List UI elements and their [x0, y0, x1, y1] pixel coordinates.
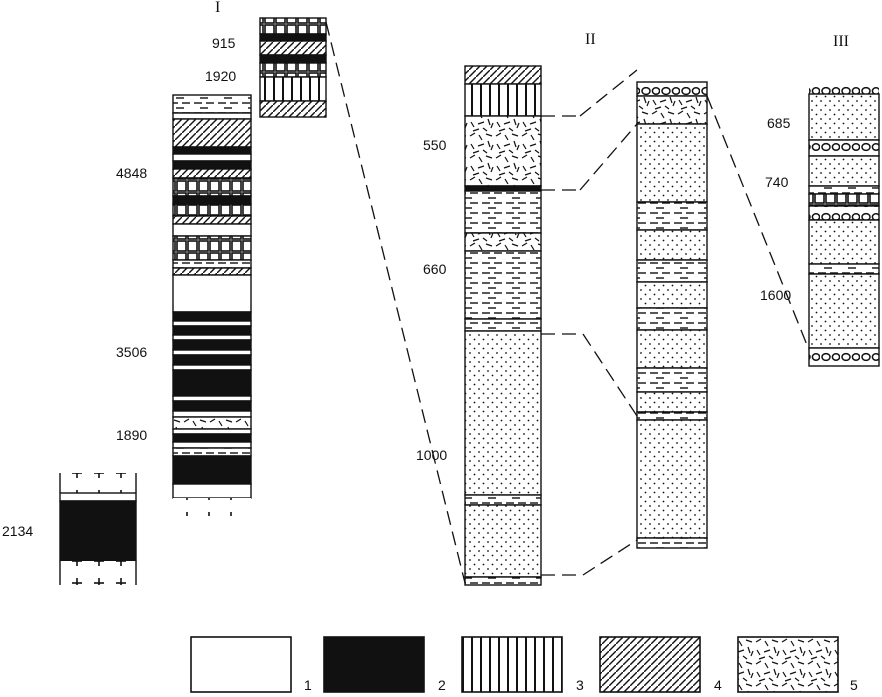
depth-label: 1600 [760, 287, 791, 303]
depth-label: 660 [423, 261, 447, 277]
legend-swatch-random [737, 636, 839, 693]
column-1-upper-section [259, 17, 327, 118]
depth-label: 1890 [116, 427, 147, 443]
depth-label: 4848 [116, 165, 147, 181]
depth-label: 685 [767, 115, 791, 131]
column-1-main-section [172, 94, 252, 516]
legend-label-3: 3 [576, 677, 584, 693]
legend-swatch-black [323, 636, 425, 693]
legend-label-5: 5 [850, 677, 858, 693]
column-title-1: I [215, 0, 220, 16]
column-2a-section [464, 65, 542, 586]
legend-swatch-diagonal [599, 636, 701, 693]
column-title-2: II [585, 31, 596, 48]
legend-label-2: 2 [438, 677, 446, 693]
legend-swatch-blank [190, 636, 292, 693]
legend [190, 636, 839, 693]
depth-label: 3506 [116, 344, 147, 360]
legend-label-1: 1 [304, 677, 312, 693]
column-2b-section [636, 81, 708, 549]
depth-label: 915 [212, 35, 236, 51]
legend-label-4: 4 [714, 677, 722, 693]
depth-label: 1000 [416, 447, 447, 463]
depth-label: 550 [423, 137, 447, 153]
column-title-3: III [833, 33, 849, 50]
depth-label: 1920 [205, 68, 236, 84]
depth-label: 740 [765, 174, 789, 190]
correlation-lines [325, 21, 810, 584]
column-3-section [808, 84, 880, 367]
depth-label: 2134 [2, 523, 33, 539]
column-1-basement-section [59, 473, 137, 585]
legend-swatch-vertical [461, 636, 563, 693]
